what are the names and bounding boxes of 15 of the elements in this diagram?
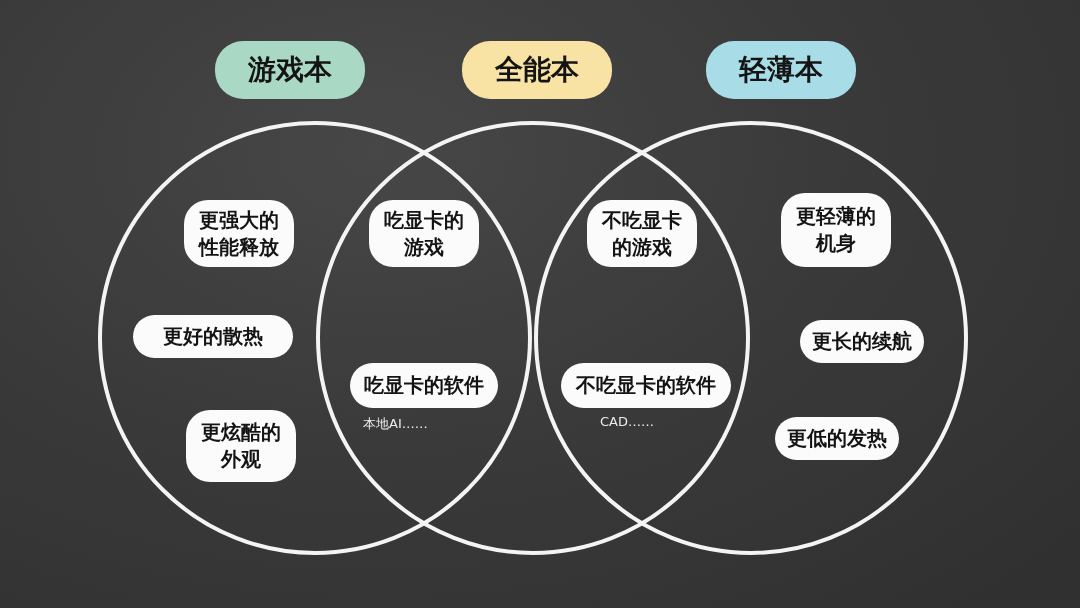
category-tag: 游戏本 (215, 41, 365, 99)
example-text: 本地AI…… (363, 415, 429, 433)
example-text: CAD…… (600, 413, 655, 431)
feature-tag: 更强大的性能释放 (184, 200, 294, 267)
feature-tag: 吃显卡的游戏 (369, 200, 479, 267)
feature-tag: 更低的发热 (775, 417, 899, 460)
feature-tag: 更好的散热 (133, 315, 293, 358)
feature-tag: 不吃显卡的游戏 (587, 200, 697, 267)
feature-tag: 不吃显卡的软件 (561, 363, 731, 408)
feature-tag: 吃显卡的软件 (350, 363, 498, 408)
category-tag: 全能本 (462, 41, 612, 99)
category-tag: 轻薄本 (706, 41, 856, 99)
feature-tag: 更长的续航 (800, 320, 924, 363)
feature-tag: 更轻薄的机身 (781, 193, 891, 267)
feature-tag: 更炫酷的外观 (186, 410, 296, 482)
